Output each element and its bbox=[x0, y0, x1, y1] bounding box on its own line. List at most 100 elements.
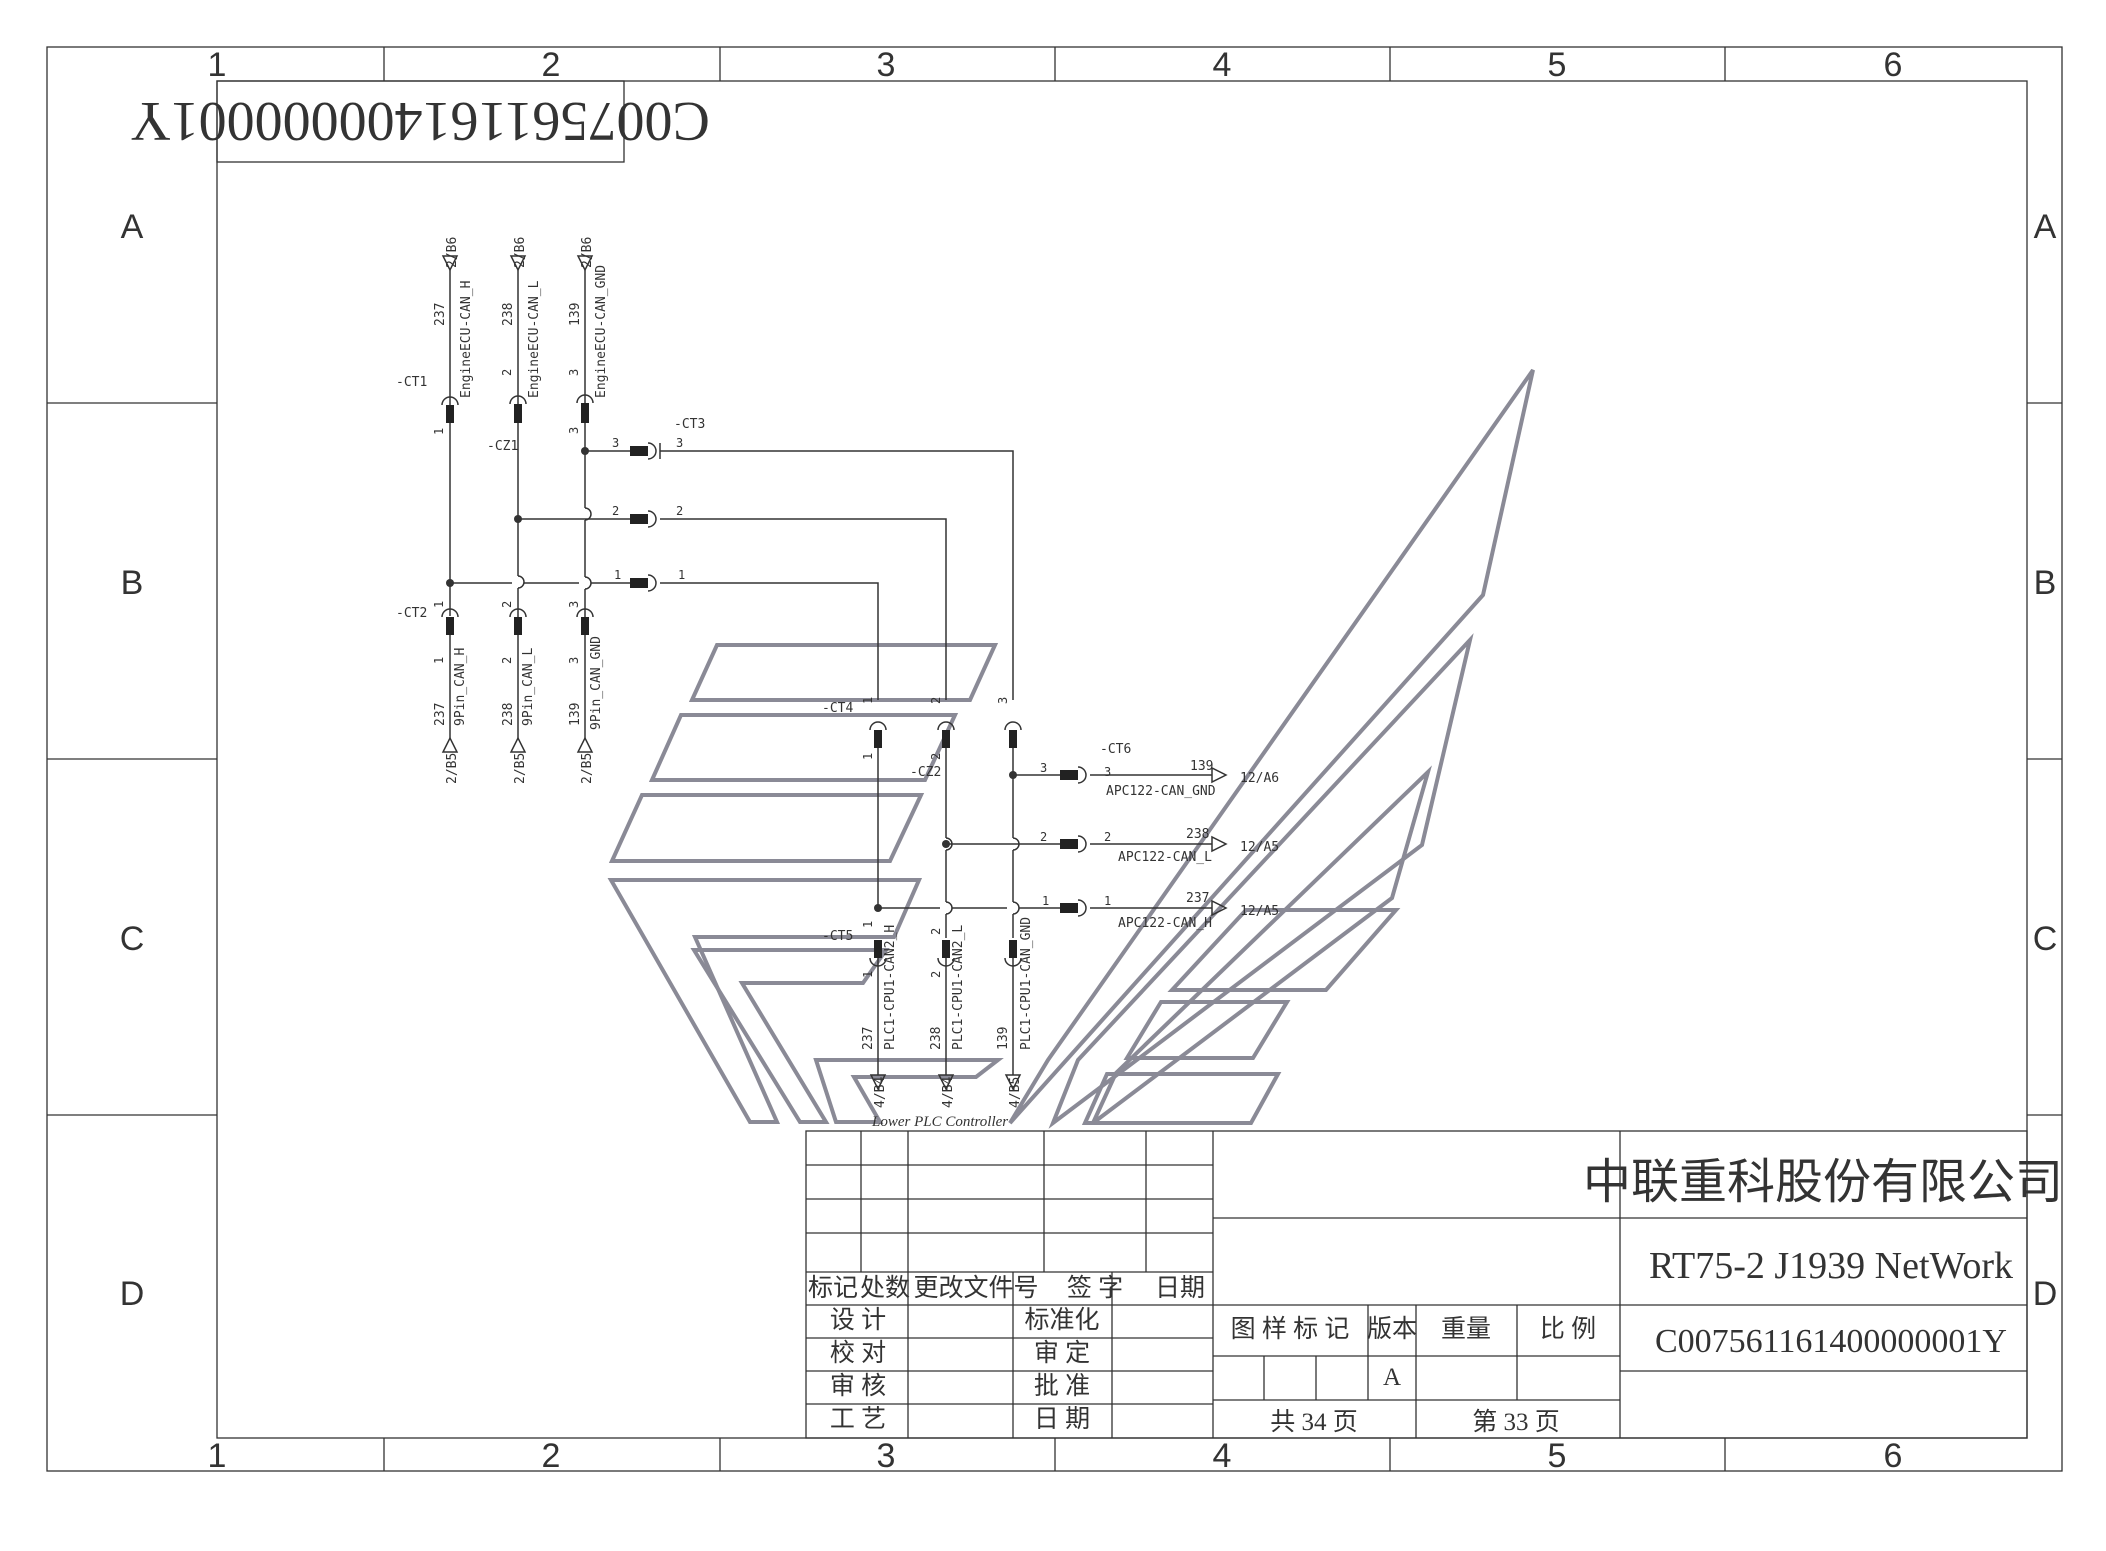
role-approve: 批 准 bbox=[1034, 1372, 1090, 1400]
pin-3-cz1-bottom: 3 bbox=[567, 427, 581, 434]
signal-engine-can-gnd: EngineECU-CAN_GND bbox=[594, 265, 609, 398]
wire-number-238-right: 238 bbox=[1186, 827, 1209, 842]
rev-header-mark: 标记 bbox=[808, 1274, 858, 1302]
pin-3-ct3-in: 3 bbox=[612, 436, 619, 450]
row-label-d-left: D bbox=[120, 1275, 145, 1313]
wire-number-139-top: 139 bbox=[568, 303, 583, 326]
row-label-c-right: C bbox=[2033, 920, 2058, 958]
company-logo-watermark bbox=[607, 368, 1535, 1129]
col-label-1-bottom: 1 bbox=[208, 1437, 227, 1475]
signal-apc122-can-gnd: APC122-CAN_GND bbox=[1106, 784, 1216, 799]
rev-header-doc: 更改文件号 bbox=[913, 1274, 1038, 1302]
wire-number-238-left: 238 bbox=[501, 703, 516, 726]
connector-label-cz1: -CZ1 bbox=[487, 439, 518, 454]
total-pages: 共 34 页 bbox=[1270, 1408, 1358, 1436]
connector-label-cz2: -CZ2 bbox=[910, 765, 941, 780]
pin-1-ct3-in: 1 bbox=[614, 568, 621, 582]
wire-number-139-left: 139 bbox=[568, 703, 583, 726]
role-approve-check: 审 定 bbox=[1034, 1339, 1090, 1367]
pin-2-ct5-bottom: 2 bbox=[929, 971, 943, 978]
drawing-number: C007561161400000001Y bbox=[1655, 1323, 2007, 1360]
ref-2-b5-a: 2/B5 bbox=[445, 753, 460, 784]
ref-2-b6-a: 2/B6 bbox=[445, 237, 460, 268]
pin-2-ct5-top: 2 bbox=[929, 928, 943, 935]
pin-1-ct2-top: 1 bbox=[432, 601, 446, 608]
version-value: A bbox=[1383, 1364, 1401, 1391]
col-label-3-bottom: 3 bbox=[877, 1437, 896, 1475]
connector-label-ct3: -CT3 bbox=[674, 417, 705, 432]
ref-12-a5-a: 12/A5 bbox=[1240, 840, 1279, 855]
pin-2-ct3-out: 2 bbox=[676, 504, 683, 518]
page-number: 第 33 页 bbox=[1472, 1408, 1560, 1436]
pin-2-ct2-top: 2 bbox=[500, 601, 514, 608]
row-label-d-right: D bbox=[2033, 1275, 2058, 1313]
signal-plc-can2-l: PLC1-CPU1-CAN2_L bbox=[951, 925, 966, 1050]
meta-header-weight: 重量 bbox=[1441, 1315, 1491, 1343]
pin-2-ct6-out: 2 bbox=[1104, 830, 1111, 844]
pin-2-ct6-in: 2 bbox=[1040, 830, 1047, 844]
wire-number-237-bottom: 237 bbox=[861, 1027, 876, 1050]
meta-header-drawing-mark: 图 样 标 记 bbox=[1231, 1315, 1350, 1343]
connector-label-ct6: -CT6 bbox=[1100, 742, 1131, 757]
pin-1-ct4-top: 1 bbox=[861, 697, 875, 704]
col-label-4-bottom: 4 bbox=[1213, 1437, 1232, 1475]
col-label-3-top: 3 bbox=[877, 46, 896, 84]
connector-sockets bbox=[441, 394, 1087, 967]
schematic-labels: -CT1 -CZ1 -CT2 -CT3 -CT4 -CZ2 -CT5 -CT6 … bbox=[396, 237, 1279, 1108]
title-block-text: 中联重科股份有限公司 RT75-2 J1939 NetWork C0075611… bbox=[808, 1156, 2063, 1436]
col-label-6-bottom: 6 bbox=[1884, 1437, 1903, 1475]
lower-plc-caption: Lower PLC Controller bbox=[871, 1114, 1008, 1130]
row-label-a-left: A bbox=[121, 208, 144, 246]
col-label-2-top: 2 bbox=[542, 46, 561, 84]
pin-3-ct4-top: 3 bbox=[996, 697, 1010, 704]
pin-1-ct2-bottom: 1 bbox=[432, 657, 446, 664]
drawing-number-stamp: C007561161400000001Y bbox=[130, 80, 710, 163]
wiring bbox=[449, 270, 1212, 1075]
wire-number-139-bottom: 139 bbox=[996, 1027, 1011, 1050]
role-design: 设 计 bbox=[830, 1306, 886, 1334]
connector-label-ct4: -CT4 bbox=[822, 701, 853, 716]
wire-number-237-right: 237 bbox=[1186, 891, 1209, 906]
role-review: 审 核 bbox=[830, 1372, 886, 1400]
wire-number-238-bottom: 238 bbox=[929, 1027, 944, 1050]
signal-9pin-can-gnd: 9Pin_CAN_GND bbox=[589, 636, 604, 730]
pin-1-ct4-bottom: 1 bbox=[861, 753, 875, 760]
signal-plc-can2-h: PLC1-CPU1-CAN2_H bbox=[883, 925, 898, 1050]
connector-pins bbox=[446, 403, 1078, 958]
ref-2-b5-c: 2/B5 bbox=[580, 753, 595, 784]
signal-apc122-can-l: APC122-CAN_L bbox=[1118, 850, 1212, 865]
signal-9pin-can-h: 9Pin_CAN_H bbox=[453, 648, 468, 726]
connector-label-ct5: -CT5 bbox=[822, 929, 853, 944]
row-label-b-right: B bbox=[2034, 564, 2057, 602]
role-process: 工 艺 bbox=[830, 1405, 886, 1433]
rev-header-sign: 签 字 bbox=[1067, 1274, 1123, 1302]
signal-plc-can-gnd: PLC1-CPU1-CAN_GND bbox=[1019, 917, 1034, 1050]
col-label-2-bottom: 2 bbox=[542, 1437, 561, 1475]
ref-4-b5: 4/B5 bbox=[1008, 1077, 1023, 1108]
col-label-4-top: 4 bbox=[1213, 46, 1232, 84]
pin-1-ct6-in: 1 bbox=[1042, 894, 1049, 908]
pin-1-ct6-out: 1 bbox=[1104, 894, 1111, 908]
col-label-5-top: 5 bbox=[1548, 46, 1567, 84]
connector-label-ct1: -CT1 bbox=[396, 375, 427, 390]
connector-label-ct2: -CT2 bbox=[396, 606, 427, 621]
col-label-6-top: 6 bbox=[1884, 46, 1903, 84]
meta-header-scale: 比 例 bbox=[1540, 1315, 1596, 1343]
pin-3-ct6-out: 3 bbox=[1104, 765, 1111, 779]
pin-3-ct6-in: 3 bbox=[1040, 761, 1047, 775]
pin-3-ct3-out: 3 bbox=[676, 436, 683, 450]
rev-header-count: 处数 bbox=[860, 1274, 910, 1302]
junction-dots bbox=[446, 447, 1017, 912]
pin-3-ct2-bottom: 3 bbox=[567, 657, 581, 664]
wire-number-237-left: 237 bbox=[433, 703, 448, 726]
role-date: 日 期 bbox=[1034, 1406, 1090, 1433]
grid-labels: 1 2 3 4 5 6 1 2 3 4 5 6 A B C D A B C D bbox=[120, 46, 2058, 1475]
pin-1-ct1: 1 bbox=[432, 428, 446, 435]
rev-header-date: 日期 bbox=[1155, 1275, 1205, 1302]
meta-header-version: 版本 bbox=[1367, 1315, 1417, 1343]
pin-1-ct3-out: 1 bbox=[678, 568, 685, 582]
drawing-number-inverted: C007561161400000001Y bbox=[130, 90, 710, 152]
pin-2-ct3-in: 2 bbox=[612, 504, 619, 518]
pin-3-cz1-top: 3 bbox=[567, 369, 581, 376]
